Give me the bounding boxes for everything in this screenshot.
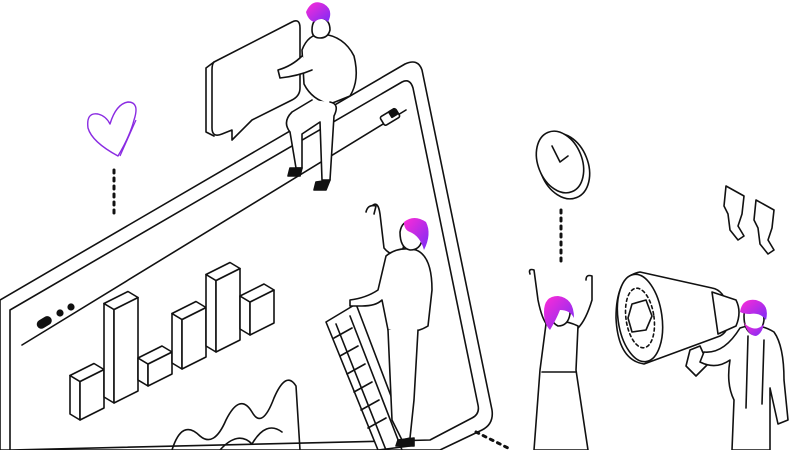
window-controls <box>36 303 75 329</box>
quote-icon <box>723 185 775 255</box>
clock-icon <box>535 130 591 264</box>
speech-bubble-icon <box>205 20 301 141</box>
megaphone-icon <box>615 271 740 377</box>
chart-bar <box>205 261 241 353</box>
heart-icon <box>87 101 137 220</box>
person-cheering <box>528 268 593 450</box>
chart-bar <box>103 290 139 404</box>
chart-bar <box>69 362 105 421</box>
bar-chart-icon <box>69 261 275 421</box>
chart-bar <box>171 300 207 370</box>
dotted-line <box>474 430 510 450</box>
wave-line <box>171 379 301 450</box>
chart-bar <box>137 345 173 387</box>
chart-bar <box>239 283 275 336</box>
person-with-megaphone <box>699 299 789 450</box>
person-on-ladder <box>349 203 433 447</box>
person-sitting <box>277 2 358 191</box>
toggle-icon <box>379 107 401 126</box>
